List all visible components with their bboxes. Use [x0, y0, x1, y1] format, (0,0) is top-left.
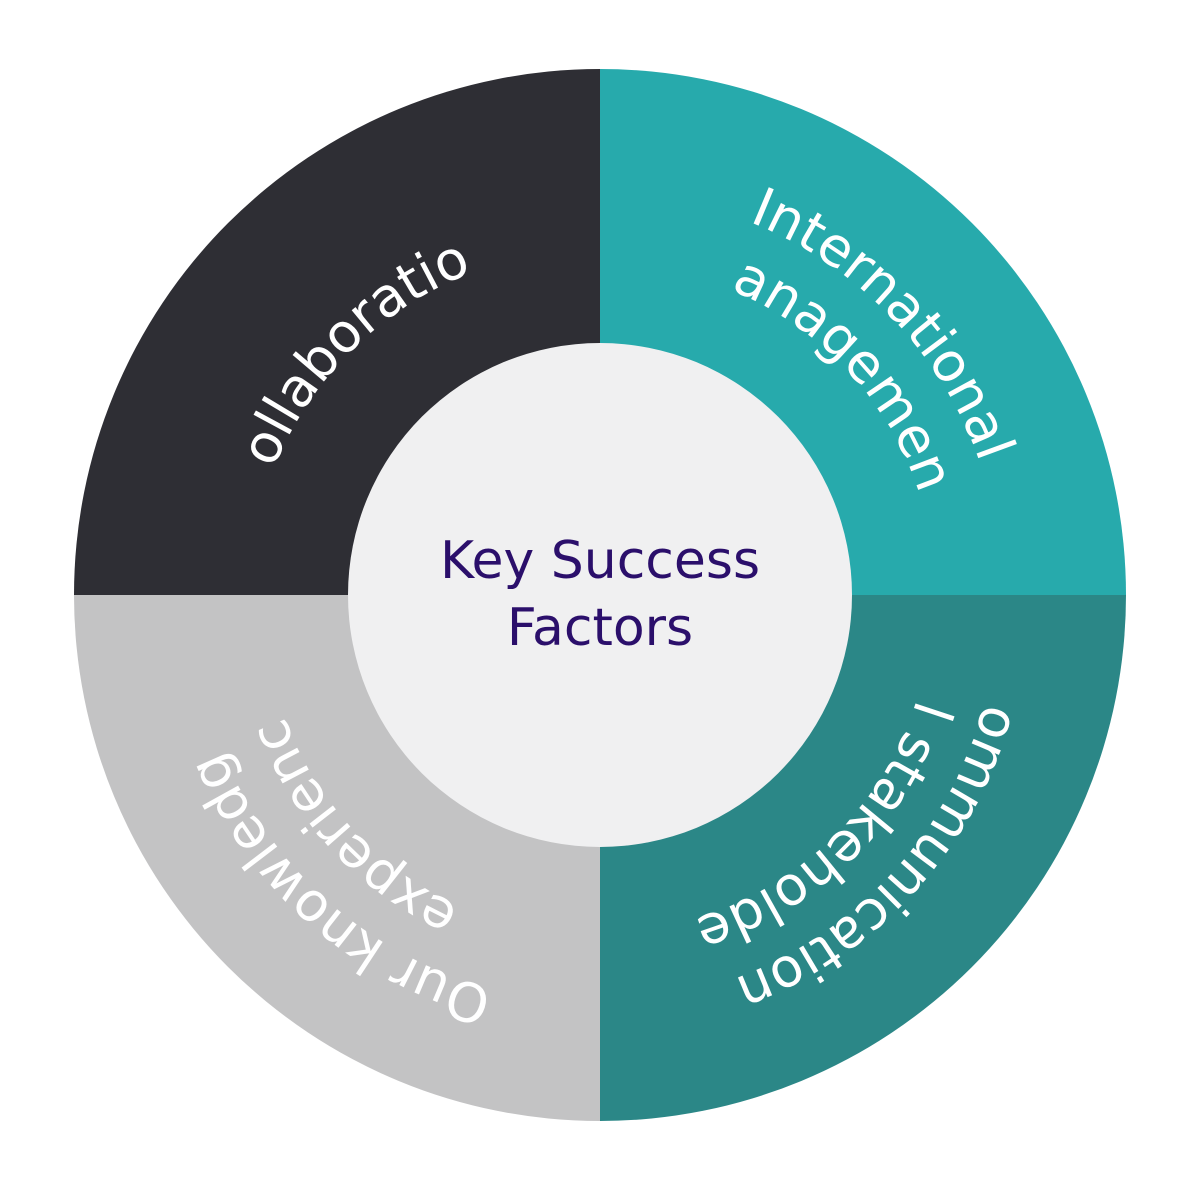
- center-title-line2: Factors: [507, 598, 693, 658]
- center-circle: [348, 343, 852, 847]
- center-title-line1: Key Success: [440, 531, 760, 591]
